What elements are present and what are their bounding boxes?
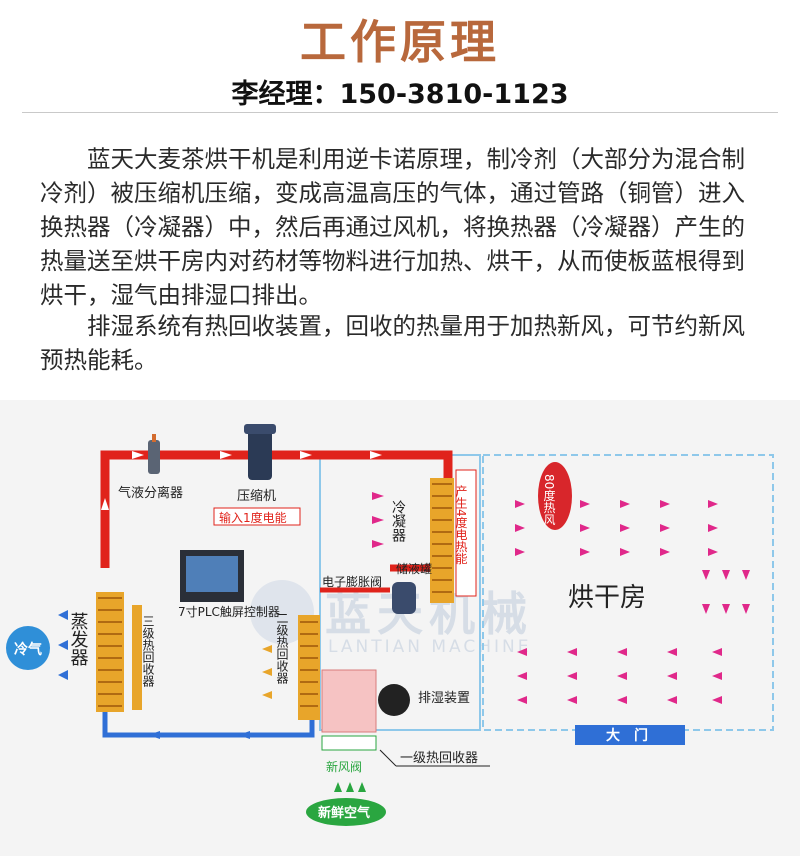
paragraph-recovery: 排湿系统有热回收装置，回收的热量用于加热新风，可节约新风预热能耗。 (40, 312, 745, 374)
produce-heat-label: 产生4度电热能 (454, 485, 468, 565)
third-recovery-label: 三级热回收器 (141, 615, 155, 688)
fresh-air-label: 新鲜空气 (318, 805, 370, 821)
receiver-label: 储液罐 (396, 561, 432, 576)
working-principle-diagram: 蓝天机械 LANTIAN MACHINE (0, 400, 800, 856)
watermark-cn: 蓝天机械 (325, 587, 533, 641)
watermark-en: LANTIAN MACHINE (328, 637, 531, 657)
expansion-valve-label: 电子膨胀阀 (322, 575, 382, 589)
paragraph-principle: 蓝天大麦茶烘干机是利用逆卡诺原理，制冷剂（大部分为混合制冷剂）被压缩机压缩，变成… (40, 145, 745, 309)
condenser-label: 冷凝器 (390, 500, 406, 542)
plc-label: 7寸PLC触屏控制器 (178, 605, 280, 619)
watermark: 蓝天机械 LANTIAN MACHINE (250, 580, 533, 657)
fresh-air-valve-label: 新风阀 (326, 759, 362, 774)
gas-liquid-separator: 气液分离器 (118, 434, 183, 501)
second-recovery-label: 二级热回收器 (275, 612, 289, 685)
hot-air-label: 80度热风 (542, 474, 556, 526)
gate-label: 大 门 (606, 727, 648, 744)
first-heat-recovery: 排湿装置 一级热回收器 (321, 669, 490, 767)
airflow-arrows (372, 492, 750, 704)
second-heat-recovery: 二级热回收器 (262, 612, 320, 720)
cold-air-badge: 冷气 (6, 626, 50, 670)
cold-air-label: 冷气 (14, 641, 42, 658)
evaporator-label: 蒸发器 (68, 612, 89, 666)
condenser-coil: 冷凝器 产生4度电热能 (390, 469, 477, 603)
drying-room-label: 烘干房 (568, 583, 646, 613)
hot-air-badge: 80度热风 (538, 462, 572, 530)
separator-label: 气液分离器 (118, 485, 183, 501)
input-power-label: 输入1度电能 (219, 510, 287, 525)
first-recovery-label: 一级热回收器 (400, 751, 478, 766)
gate: 大 门 (575, 725, 685, 745)
page-title: 工作原理 (300, 15, 500, 69)
contact-info: 李经理：150-3810-1123 (231, 79, 569, 110)
evaporator: 蒸发器 (58, 592, 124, 712)
divider (22, 112, 778, 113)
third-heat-recovery: 三级热回收器 (132, 605, 155, 710)
exhaust-label: 排湿装置 (418, 691, 470, 706)
compressor: 压缩机 输入1度电能 (213, 424, 301, 526)
compressor-label: 压缩机 (237, 488, 276, 504)
fresh-air-inlet: 新风阀 新鲜空气 (306, 735, 386, 826)
receiver-tank: 储液罐 电子膨胀阀 (322, 561, 432, 614)
plc-controller: 7寸PLC触屏控制器 (178, 550, 280, 619)
